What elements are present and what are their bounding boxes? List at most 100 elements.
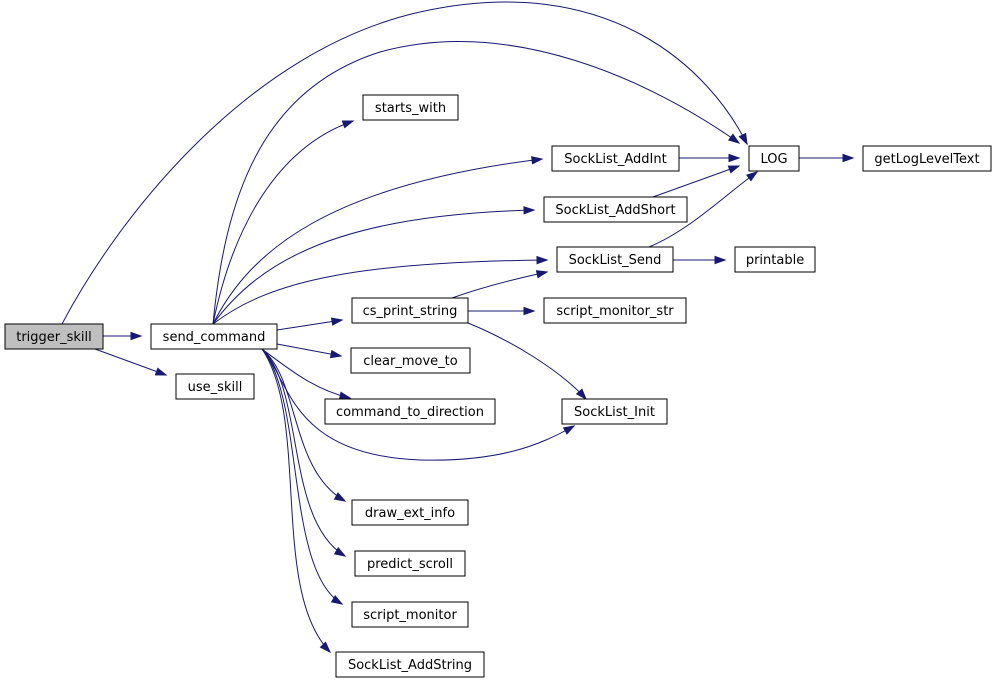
node-label: SockList_AddInt (564, 152, 666, 167)
node-draw-ext-info[interactable]: draw_ext_info (351, 499, 469, 526)
arrowhead-icon (536, 255, 549, 265)
edge-send_command-to-SockList_AddString (261, 348, 332, 654)
node-box[interactable] (175, 373, 255, 400)
node-label: trigger_skill (16, 330, 92, 345)
arrowhead-icon (714, 255, 727, 265)
node-box[interactable] (556, 246, 674, 273)
edge-send_command-to-LOG (212, 41, 741, 325)
arrowhead-icon (154, 367, 168, 376)
node-box[interactable] (4, 323, 104, 350)
node-printable[interactable]: printable (734, 246, 816, 273)
edge-line (467, 322, 587, 400)
edge-line (261, 348, 351, 399)
nodes-layer: trigger_skill send_command use_skill LOG get… (4, 94, 992, 678)
edge-SockList_AddShort-to-LOG (652, 165, 741, 198)
node-socklist-addint[interactable]: SockList_AddInt (551, 145, 680, 172)
node-label: SockList_AddString (348, 658, 472, 673)
node-command-to-direction[interactable]: command_to_direction (324, 398, 496, 425)
edge-SockList_Send-to-LOG (648, 171, 759, 248)
node-label: SockList_AddShort (555, 203, 675, 218)
node-label: send_command (163, 330, 266, 345)
node-socklist-init[interactable]: SockList_Init (561, 398, 668, 425)
arrowhead-icon (535, 270, 549, 279)
arrowhead-icon (338, 391, 352, 400)
edge-cs_print_string-to-SockList_Init (467, 322, 588, 401)
node-cs-print-string[interactable]: cs_print_string (351, 297, 469, 324)
node-label: draw_ext_info (365, 506, 455, 521)
node-label: SockList_Send (569, 253, 662, 268)
arrowhead-icon (727, 165, 741, 174)
node-box[interactable] (354, 550, 466, 577)
node-script-monitor-str[interactable]: script_monitor_str (543, 297, 687, 324)
arrowhead-icon (575, 388, 588, 401)
edge-line (261, 348, 346, 502)
arrowhead-icon (523, 306, 536, 316)
node-socklist-send[interactable]: SockList_Send (556, 246, 674, 273)
node-box[interactable] (748, 145, 800, 172)
node-box[interactable] (351, 499, 469, 526)
node-label: use_skill (188, 380, 243, 395)
node-label: script_monitor (363, 608, 457, 623)
arrowhead-icon (728, 153, 741, 163)
edge-trigger_skill-to-LOG (61, 1, 748, 325)
arrowhead-icon (738, 132, 748, 146)
edge-cs_print_string-to-SockList_Send (451, 270, 549, 299)
edge-line (212, 259, 548, 325)
node-starts-with[interactable]: starts_with (362, 94, 459, 121)
node-socklist-addshort[interactable]: SockList_AddShort (543, 196, 688, 223)
node-box[interactable] (543, 196, 688, 223)
edge-line (261, 348, 575, 461)
node-box[interactable] (362, 94, 459, 121)
node-box[interactable] (324, 398, 496, 425)
edge-line (94, 348, 167, 376)
edge-line (61, 1, 748, 325)
arrowhead-icon (562, 425, 576, 435)
edge-line (212, 209, 535, 325)
edge-line (276, 319, 343, 331)
node-box[interactable] (350, 347, 471, 374)
edge-send_command-to-draw_ext_info (261, 348, 347, 502)
node-use-skill[interactable]: use_skill (175, 373, 255, 400)
node-label: cs_print_string (363, 304, 458, 319)
edge-send_command-to-SockList_AddShort (212, 206, 536, 325)
node-log[interactable]: LOG (748, 145, 800, 172)
node-label: script_monitor_str (556, 304, 674, 319)
node-box[interactable] (335, 651, 485, 678)
edge-send_command-to-SockList_AddInt (212, 156, 544, 325)
arrowhead-icon (746, 171, 759, 182)
node-script-monitor[interactable]: script_monitor (351, 601, 469, 628)
node-send-command[interactable]: send_command (150, 323, 278, 350)
edge-SockList_AddInt-to-LOG (679, 153, 741, 163)
node-label: command_to_direction (336, 405, 484, 420)
edge-send_command-to-clear_move_to (276, 343, 343, 359)
node-box[interactable] (734, 246, 816, 273)
edge-send_command-to-SockList_Send (212, 255, 549, 325)
arrowhead-icon (319, 641, 332, 654)
arrowhead-icon (330, 595, 344, 605)
arrowhead-icon (531, 156, 544, 165)
node-getlogleveltext[interactable]: getLogLevelText (862, 145, 992, 172)
node-box[interactable] (551, 145, 680, 172)
node-box[interactable] (862, 145, 992, 172)
edge-trigger_skill-to-use_skill (94, 348, 168, 376)
node-clear-move-to[interactable]: clear_move_to (350, 347, 471, 374)
arrowhead-icon (330, 317, 344, 326)
node-trigger-skill[interactable]: trigger_skill (4, 323, 104, 350)
node-label: SockList_Init (574, 405, 655, 420)
node-box[interactable] (351, 601, 469, 628)
arrowhead-icon (523, 206, 536, 215)
node-label: clear_move_to (363, 354, 457, 369)
edge-line (652, 165, 740, 198)
edge-send_command-to-script_monitor (261, 348, 344, 605)
edge-line (276, 343, 342, 357)
node-predict-scroll[interactable]: predict_scroll (354, 550, 466, 577)
node-box[interactable] (150, 323, 278, 350)
arrowhead-icon (130, 331, 143, 341)
node-socklist-addstring[interactable]: SockList_AddString (335, 651, 485, 678)
node-box[interactable] (561, 398, 668, 425)
edge-line (261, 348, 331, 653)
node-box[interactable] (351, 297, 469, 324)
edge-send_command-to-predict_scroll (261, 348, 347, 557)
node-box[interactable] (543, 297, 687, 324)
